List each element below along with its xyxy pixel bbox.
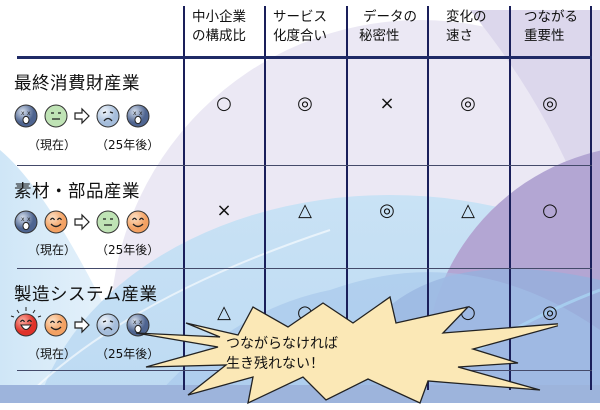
mark-cell: ◎ [542,301,558,323]
caption-25-years-later: （25年後） [96,347,160,361]
row-label-materials-parts: 素材・部品産業 [14,182,140,202]
caption-now: （現在） [28,347,77,361]
smile-face-icon [126,210,150,234]
column-divider [590,6,592,390]
svg-text:x: x [139,319,143,326]
header-divider [17,56,592,59]
mark-cell: ○ [216,92,232,114]
column-divider [264,6,266,390]
smile-face-icon [44,210,68,234]
mark-cell: ◎ [460,92,476,114]
column-header-speed-of-change: 変化の 速さ [446,9,487,44]
svg-text:x: x [133,110,137,117]
bottom-band [0,385,600,403]
mark-cell: × [379,92,395,114]
neutral-face-icon [44,104,68,128]
row-divider [17,165,592,166]
mark-cell: △ [298,199,312,221]
svg-text:x: x [27,216,31,223]
column-header-connectivity-importance: つながる 重要性 [524,9,578,44]
callout-text: つながらなければ 生き残れない！ [226,336,338,372]
right-arrow-icon [74,107,90,125]
mark-cell: △ [461,199,475,221]
sad-face-icon [96,313,120,337]
sad-face-icon [96,104,120,128]
column-header-sme-ratio: 中小企業 の構成比 [192,9,246,44]
mark-cell: ○ [542,199,558,221]
column-divider [509,6,511,390]
column-divider [427,6,429,390]
row-divider [17,268,592,269]
column-divider [183,6,185,390]
caption-now: （現在） [28,138,77,152]
mark-cell: × [216,199,232,221]
svg-text:x: x [21,110,25,117]
column-header-servitization: サービス 化度合い [273,9,327,44]
mark-cell: ◎ [297,92,313,114]
callout-burst-shape [135,295,558,405]
column-divider [346,6,348,390]
caption-25-years-later: （25年後） [96,138,160,152]
svg-text:x: x [27,110,31,117]
caption-now: （現在） [28,243,77,257]
right-arrow-icon [74,213,90,231]
svg-text:x: x [21,216,25,223]
mark-cell: ◎ [542,92,558,114]
mark-cell: △ [217,301,231,323]
caption-25-years-later: （25年後） [96,243,160,257]
laughing-face-icon [10,307,42,337]
smile-face-icon [44,313,68,337]
column-header-data-confidentiality: データの 秘密性 [359,9,417,44]
mark-cell: ○ [460,301,476,323]
svg-text:x: x [133,319,137,326]
row-label-final-consumer-goods: 最終消費財産業 [14,74,140,94]
svg-text:x: x [139,110,143,117]
neutral-face-icon [96,210,120,234]
right-arrow-icon [74,316,90,334]
row-label-manufacturing-systems: 製造システム産業 [14,285,158,305]
mark-cell: ◎ [379,199,395,221]
